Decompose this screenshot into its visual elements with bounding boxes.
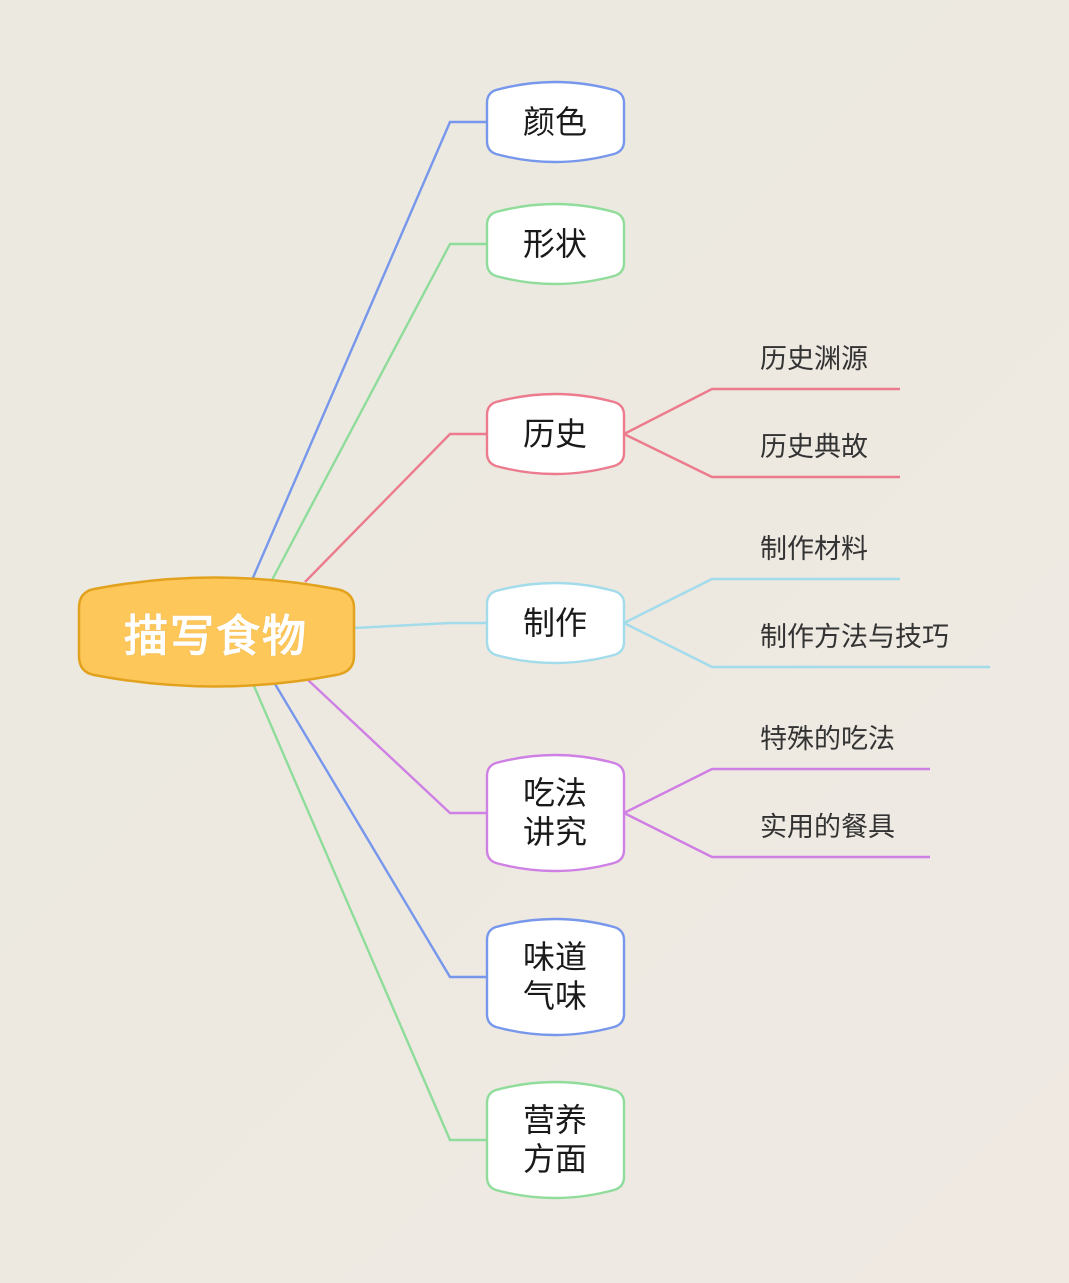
leaf-making-materials[interactable]: 制作材料 bbox=[760, 534, 868, 565]
branch-node-6-line-1: 方面 bbox=[522, 1140, 587, 1178]
branch-node-shape-5[interactable] bbox=[485, 917, 626, 1037]
branch-node-0-line-0: 颜色 bbox=[522, 102, 587, 141]
branch-node-shape-1[interactable] bbox=[485, 202, 626, 286]
branch-node-5[interactable]: 味道 气味 bbox=[487, 927, 623, 1027]
branch-node-1[interactable]: 形状 bbox=[487, 212, 623, 276]
branch-node-shape-4[interactable] bbox=[485, 753, 626, 873]
link-branch-3-leaf-1 bbox=[623, 621, 990, 669]
branch-node-shape-3[interactable] bbox=[485, 581, 626, 665]
branch-node-shape-2[interactable] bbox=[485, 392, 626, 476]
branch-node-5-line-1: 气味 bbox=[522, 977, 587, 1015]
link-root-branch-0 bbox=[250, 120, 488, 581]
branch-node-3[interactable]: 制作 bbox=[487, 591, 623, 655]
leaf-making-methods[interactable]: 制作方法与技巧 bbox=[760, 622, 949, 653]
branch-node-shape-0[interactable] bbox=[485, 80, 626, 164]
branch-node-4[interactable]: 吃法 讲究 bbox=[487, 763, 623, 863]
branch-node-2[interactable]: 历史 bbox=[487, 402, 623, 466]
branch-node-6[interactable]: 营养 方面 bbox=[487, 1090, 623, 1190]
leaf-tableware[interactable]: 实用的餐具 bbox=[760, 812, 895, 843]
branch-node-3-line-0: 制作 bbox=[522, 603, 587, 642]
branch-node-4-line-1: 讲究 bbox=[522, 813, 587, 851]
link-root-branch-6 bbox=[252, 685, 488, 1142]
branch-node-1-line-0: 形状 bbox=[522, 224, 587, 263]
link-branch-4-leaf-0 bbox=[623, 767, 930, 815]
branch-node-5-line-0: 味道 bbox=[522, 938, 587, 976]
branch-node-2-line-0: 历史 bbox=[522, 414, 587, 453]
leaf-special-eating[interactable]: 特殊的吃法 bbox=[760, 724, 895, 755]
link-branch-2-leaf-1 bbox=[623, 432, 900, 479]
branch-node-6-line-0: 营养 bbox=[522, 1101, 587, 1139]
link-branch-4-leaf-1 bbox=[623, 811, 930, 859]
link-root-branch-1 bbox=[270, 242, 488, 581]
link-root-branch-3 bbox=[353, 621, 488, 630]
link-root-branch-5 bbox=[273, 683, 488, 979]
leaf-history-allusion[interactable]: 历史典故 bbox=[760, 432, 868, 463]
link-root-branch-4 bbox=[307, 679, 488, 815]
link-branch-3-leaf-0 bbox=[623, 577, 900, 625]
branch-node-4-line-0: 吃法 bbox=[522, 774, 587, 812]
root-node-shape[interactable] bbox=[77, 576, 356, 688]
link-root-branch-2 bbox=[304, 432, 488, 583]
branch-node-0[interactable]: 颜色 bbox=[487, 90, 623, 154]
link-branch-2-leaf-0 bbox=[623, 387, 900, 436]
root-node-label[interactable]: 描写食物 bbox=[124, 611, 308, 662]
leaf-history-origin[interactable]: 历史渊源 bbox=[760, 344, 868, 375]
branch-node-shape-6[interactable] bbox=[485, 1080, 626, 1200]
